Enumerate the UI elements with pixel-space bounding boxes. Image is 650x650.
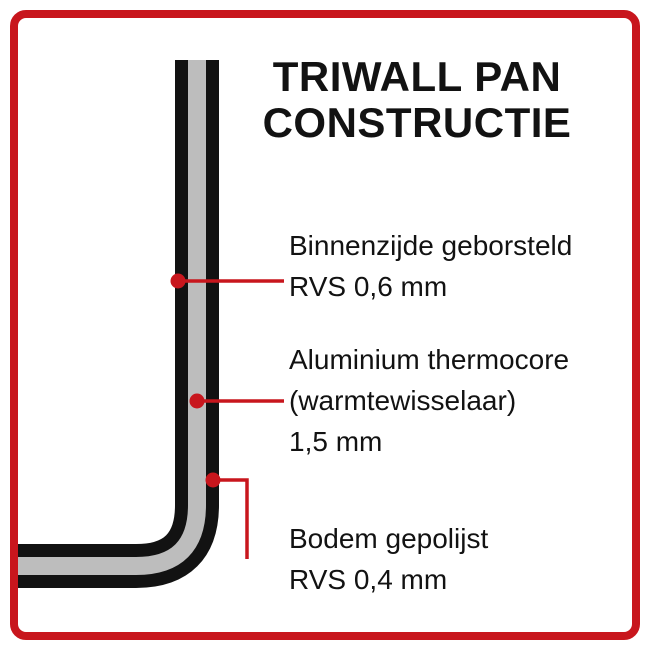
label-text-line: RVS 0,4 mm (289, 564, 448, 595)
diagram-title-line-2: CONSTRUCTIE (262, 99, 572, 146)
label-text-line: Binnenzijde geborsteld (289, 230, 573, 261)
label-text-line: Bodem gepolijst (289, 523, 489, 554)
leader-line-bottom-layer (213, 478, 249, 559)
label-text-line: 1,5 mm (289, 426, 383, 457)
label-text-line: Aluminium thermocore (289, 344, 570, 375)
diagram-title: TRIWALL PAN CONSTRUCTIE (252, 54, 582, 146)
label-thermocore-layer: Aluminium thermocore (warmtewisselaar) 1… (289, 339, 569, 462)
callout-dot-thermocore-layer (189, 393, 205, 409)
callout-dot-inner-layer (170, 273, 186, 289)
pan-wall-aluminium-core (12, 60, 206, 575)
label-inner-layer: Binnenzijde geborsteld RVS 0,6 mm (289, 225, 572, 307)
label-text-line: RVS 0,6 mm (289, 271, 448, 302)
label-text-line: (warmtewisselaar) (289, 385, 517, 416)
callout-dot-bottom-layer (205, 472, 221, 488)
diagram-title-line-1: TRIWALL PAN (272, 53, 562, 100)
pan-wall-outer-shell (12, 60, 219, 588)
label-bottom-layer: Bodem gepolijst RVS 0,4 mm (289, 518, 488, 600)
